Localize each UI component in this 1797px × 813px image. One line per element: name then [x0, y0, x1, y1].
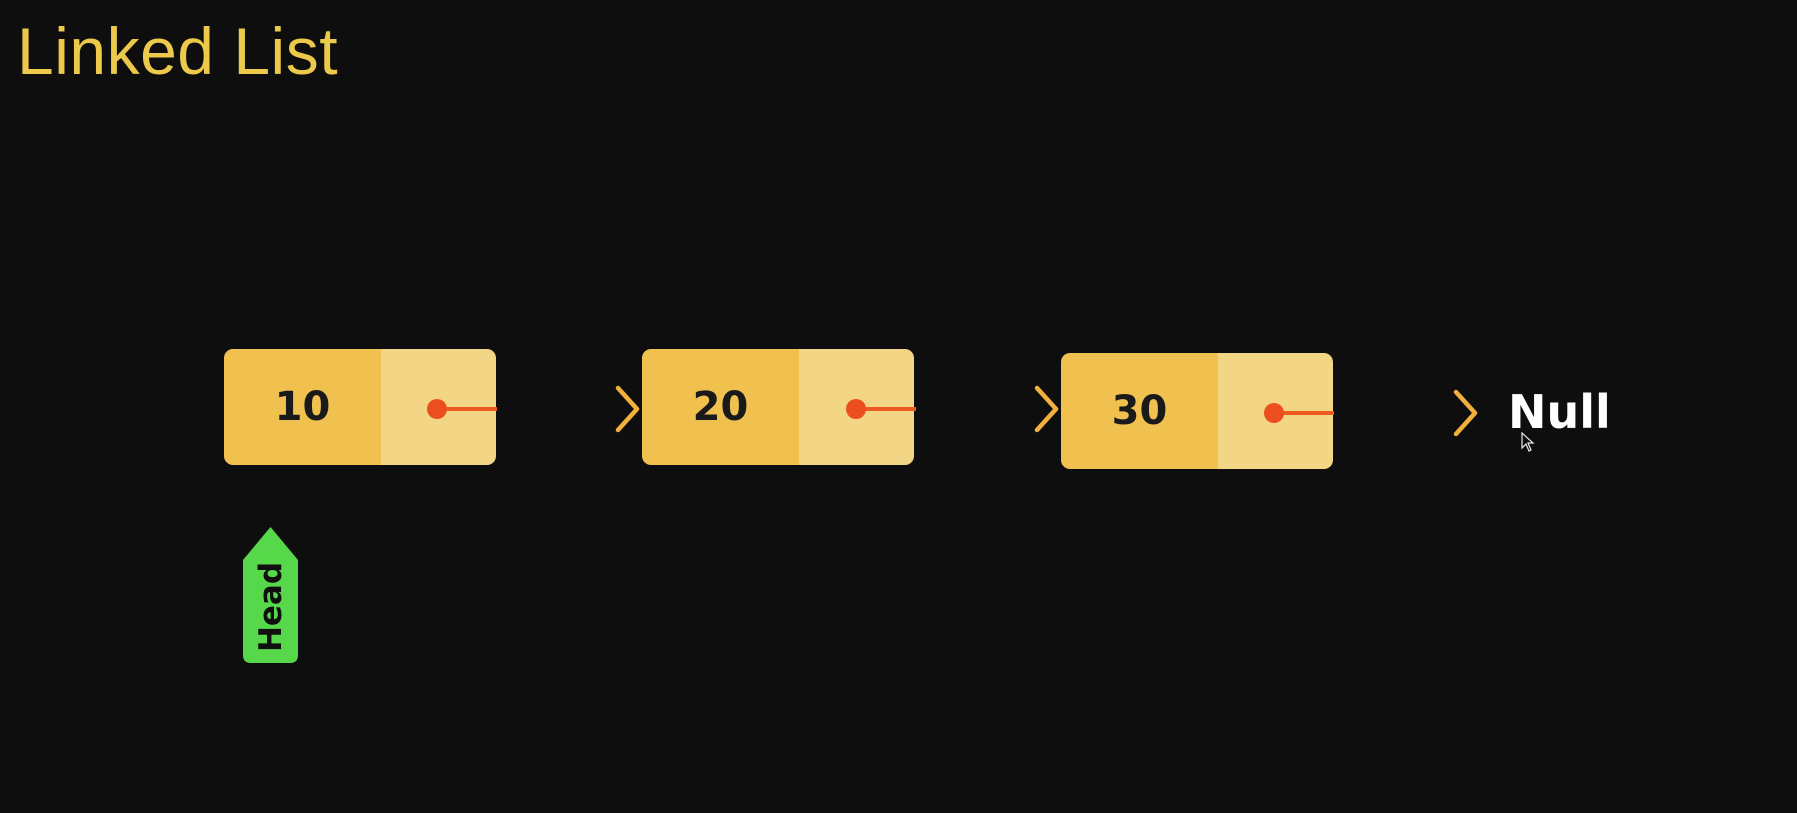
- node-next-pointer: [1218, 353, 1333, 469]
- null-terminator: Null: [1508, 385, 1611, 439]
- arrowhead-icon: [615, 385, 640, 433]
- head-tag: Head: [243, 527, 298, 663]
- node-next-pointer: [381, 349, 496, 465]
- node-next-pointer: [799, 349, 914, 465]
- list-node-3: 30: [1061, 353, 1333, 469]
- list-node-1: 10: [224, 349, 496, 465]
- arrowhead-icon: [1034, 385, 1059, 433]
- node-value: 20: [642, 349, 799, 465]
- page-title: Linked List: [17, 14, 339, 88]
- mouse-cursor-icon: [1521, 432, 1535, 452]
- head-tag-shape: [243, 527, 298, 663]
- list-node-2: 20: [642, 349, 914, 465]
- node-value: 30: [1061, 353, 1218, 469]
- head-label: Head: [252, 561, 289, 653]
- node-value: 10: [224, 349, 381, 465]
- arrowhead-icon: [1453, 389, 1478, 437]
